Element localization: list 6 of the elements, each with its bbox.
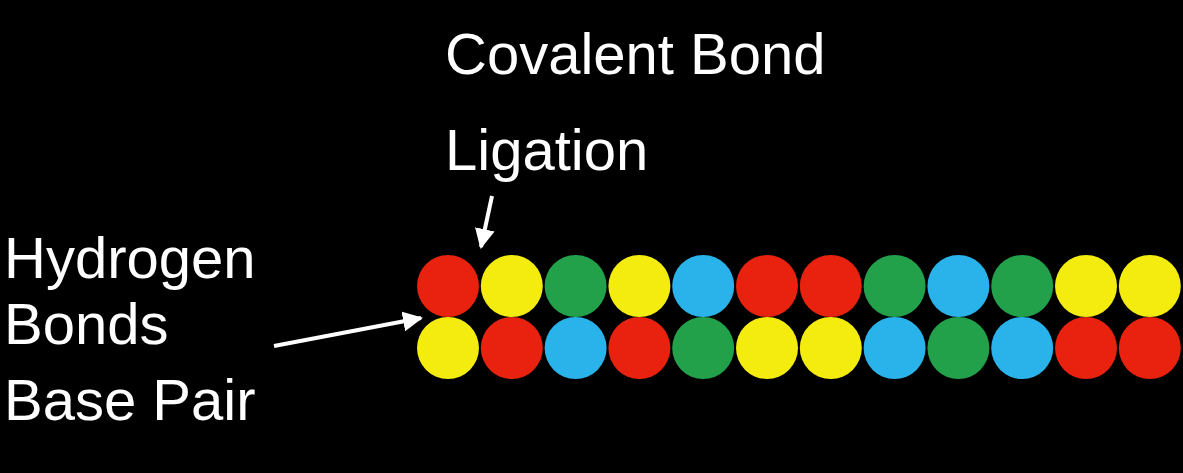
leader-arrow	[475, 195, 495, 249]
label-text: Base Pair	[4, 367, 257, 433]
label-text: Hydrogen Bonds	[4, 225, 257, 357]
label-text: Ligation	[445, 116, 650, 184]
leader-arrow	[273, 311, 423, 348]
label-text: Covalent Bond	[445, 20, 826, 88]
